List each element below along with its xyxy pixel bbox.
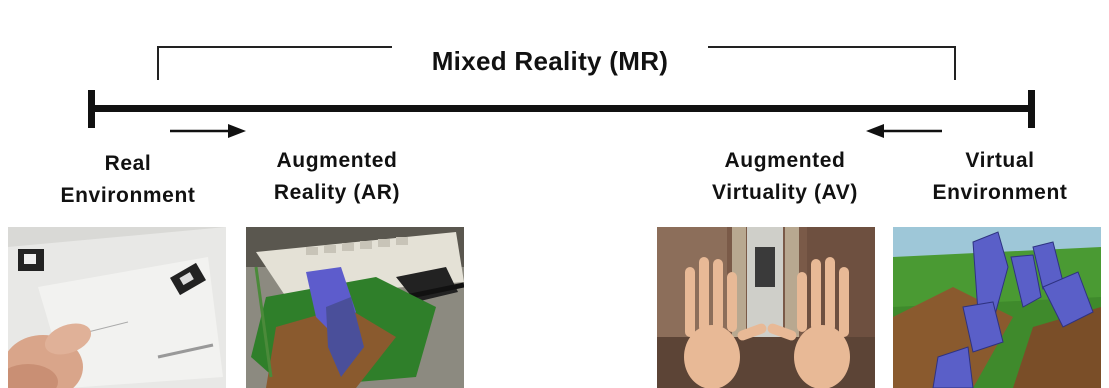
real-environment-line1: Real <box>104 152 152 175</box>
real-environment-line2: Environment <box>60 184 196 207</box>
continuum-line <box>92 105 1034 112</box>
virtual-environment-photo <box>893 227 1101 388</box>
mixed-reality-label: Mixed Reality (MR) <box>431 46 669 76</box>
augmented-reality-line2: Reality (AR) <box>273 181 401 204</box>
real-environment-photo <box>8 227 226 388</box>
right-endcap <box>1028 90 1035 128</box>
left-arrow-icon <box>866 124 942 138</box>
augmented-reality-photo <box>246 227 464 388</box>
bracket-right-leg <box>954 46 956 80</box>
augmented-virtuality-line2: Virtuality (AV) <box>712 181 858 204</box>
virtual-environment-line1: Virtual <box>965 149 1035 172</box>
right-arrow-icon <box>170 124 246 138</box>
real-environment-label: Real Environment <box>38 148 218 212</box>
augmented-reality-line1: Augmented <box>276 149 398 172</box>
bracket-top-right <box>708 46 956 48</box>
augmented-virtuality-line1: Augmented <box>724 149 846 172</box>
augmented-virtuality-label: Augmented Virtuality (AV) <box>690 145 880 209</box>
left-endcap <box>88 90 95 128</box>
bracket-top-left <box>157 46 392 48</box>
virtual-environment-line2: Environment <box>932 181 1068 204</box>
virtual-environment-label: Virtual Environment <box>910 145 1090 209</box>
bracket-left-leg <box>157 46 159 80</box>
augmented-virtuality-photo <box>657 227 875 388</box>
augmented-reality-label: Augmented Reality (AR) <box>247 145 427 209</box>
